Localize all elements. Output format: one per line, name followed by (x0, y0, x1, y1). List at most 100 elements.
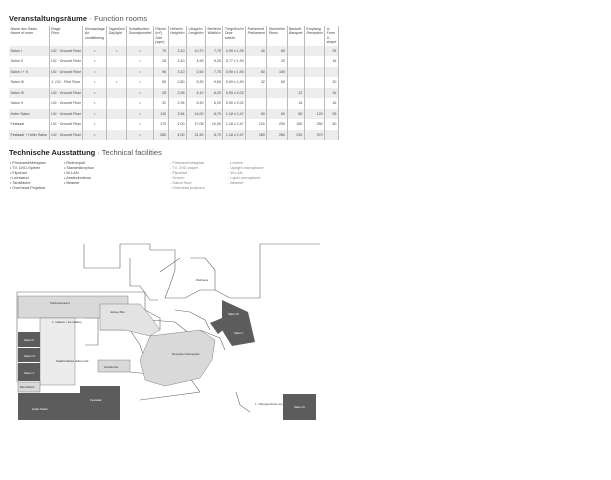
jockey-bar-label: Jockey Bar (110, 310, 125, 314)
list-item: Screen (170, 176, 205, 181)
table-cell: 8,70 (205, 129, 224, 141)
tech-list-de-1: Pinnwand/MetaplanTV, DVD-SpielerFlipchar… (10, 161, 46, 191)
table-cell: 7,75 (205, 66, 224, 78)
parkrestaurant-label: Parkrestaurant (50, 301, 70, 305)
salon2-room (18, 348, 40, 362)
salon1-right-label: Salon I (234, 331, 244, 335)
table-cell: 2,60 (186, 66, 206, 78)
table-cell: • (82, 45, 108, 57)
table-cell: 55 (153, 77, 169, 88)
table-cell (304, 77, 326, 88)
table-cell: 31,50 (186, 129, 206, 141)
stadtschaenke-label: Stadtschänke Hilton-Hof (56, 359, 89, 363)
column-header-en: Air conditioning (84, 31, 105, 40)
table-cell: 1. OG · First Floor (49, 77, 84, 88)
column-header-en: Height/m (170, 31, 185, 36)
list-item: Ansteckmikros (64, 176, 94, 181)
table-cell: 2,95 (168, 98, 187, 109)
table-cell: • (82, 77, 108, 88)
column-header-de: Name des Saals (10, 27, 37, 31)
table-cell: 3,10 (168, 45, 187, 57)
table-cell (106, 129, 128, 141)
list-item: Overhead projector (170, 186, 205, 191)
table-cell: 25 (153, 87, 169, 99)
rooms-heading-de: Veranstaltungsräume (9, 14, 88, 23)
column-header-de: Bankett (289, 27, 302, 31)
table-cell: 1,18 x 2,47 (222, 119, 247, 130)
table-cell (245, 56, 268, 67)
tech-list-en-1: Pinboard/metaplanTV, DVD playerFlipchart… (170, 161, 205, 191)
column-header-en: Banquet (289, 31, 303, 36)
bierstueberl-room (17, 381, 41, 393)
table-cell (266, 87, 288, 99)
column-header: Fläche (m²)Size (sqm) (153, 26, 169, 46)
table-cell: 3,10 (168, 66, 187, 78)
table-cell: • (126, 45, 154, 57)
tech-heading-en: · Technical facilities (95, 148, 162, 157)
list-item: Overhead-Projektor (10, 186, 46, 191)
column-header-de: Türgröße/m (224, 27, 244, 31)
table-cell: Salon I (9, 45, 50, 57)
column-header-en: Soundproofed (128, 31, 152, 36)
table-cell: Festsaal + Hofer Salon (9, 129, 50, 141)
table-cell: • (126, 66, 154, 78)
tech-heading: Technische Ausstattung · Technical facil… (9, 148, 162, 157)
table-cell: 80 (287, 108, 305, 120)
column-header-de: Klimaanlage (84, 27, 105, 31)
list-item: Lectern (228, 161, 263, 166)
table-cell: 20 (266, 56, 288, 67)
table-cell (304, 56, 326, 67)
salon2-label: Salon IV (24, 354, 35, 358)
table-cell: • (126, 108, 154, 120)
table-cell (287, 66, 305, 78)
table-cell: 12 (287, 87, 305, 99)
list-item: Tanzfläche (10, 181, 46, 186)
table-cell: 150 (287, 119, 305, 130)
table-cell: Salon II (9, 56, 50, 67)
column-header-de: Empfang (306, 27, 321, 31)
table-cell: 370 (304, 129, 326, 141)
table-cell: UG · Ground Floor (49, 66, 84, 78)
table-cell: 1,18 x 2,47 (222, 129, 247, 141)
salon3-room (222, 300, 255, 346)
table-cell: • (126, 56, 154, 67)
table-cell: 4,00 (168, 119, 187, 130)
table-cell: 170 (153, 119, 169, 130)
table-cell: 4,10 (186, 87, 206, 99)
table-cell: 60 (245, 66, 268, 78)
table-cell: • (126, 119, 154, 130)
list-item: Upright microphone (228, 166, 263, 171)
table-cell: 7,75 (205, 45, 224, 57)
list-item: W-LAN (64, 171, 94, 176)
bierstueberl-label: Bierstüberl (20, 385, 35, 389)
table-cell: Salon V (9, 98, 50, 109)
column-header-en: Reception (306, 31, 323, 36)
festsaal-label: Festsaal (90, 398, 102, 402)
rooms-heading-en: · Function rooms (87, 14, 148, 23)
salon1-room (18, 332, 40, 347)
reception-label: Rezeption Reception (172, 352, 200, 356)
list-item: TV, DVD-Spieler (10, 166, 46, 171)
table-cell: 5,25 (205, 56, 224, 67)
table-cell (304, 87, 326, 99)
salon4-room (283, 394, 316, 420)
galerie-label: 1. Galerie / 1st Gallery (52, 320, 82, 324)
table-cell: UG · Ground Floor (49, 87, 84, 99)
table-cell (324, 66, 339, 78)
plan-outline (16, 243, 320, 413)
table-cell (106, 108, 128, 120)
table-cell: Salon I + II (9, 66, 50, 78)
table-cell: • (82, 87, 108, 99)
column-header-de: Parlament (247, 27, 265, 31)
